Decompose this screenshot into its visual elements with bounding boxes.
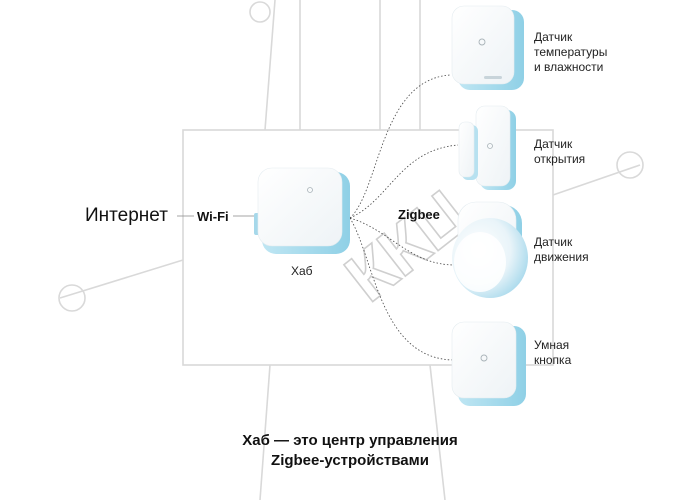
watermark [58,0,644,500]
caption: Хаб — это центр управления Zigbee-устрой… [242,432,458,469]
door-sensor-label: Датчик открытия [534,137,586,166]
door-sensor-logo-icon [487,143,493,149]
smart-button-logo-icon [480,354,488,362]
temperature-sensor-device [451,5,524,90]
watermark-line [429,364,446,500]
hub-device [254,167,350,254]
temperature-sensor-logo-icon [478,38,486,46]
watermark-circle [616,151,644,179]
zigbee-link-motion [349,217,456,266]
zigbee-label: Zigbee [398,207,440,222]
hub-logo-icon [307,187,313,193]
watermark-line [264,0,276,131]
door-sensor-device [458,105,516,190]
watermark-circle [249,1,271,23]
motion-sensor-label: Датчик движения [534,235,589,264]
hub-label: Хаб [291,264,313,278]
zigbee-link-temperature [349,74,451,219]
wifi-label: Wi-Fi [197,209,229,224]
zigbee-link-door [349,144,459,219]
watermark-frame [182,129,554,366]
watermark-line [552,164,641,196]
watermark-circle [58,284,86,312]
smart-button-device [451,321,526,406]
internet-label: Интернет [85,205,168,226]
watermark-line [59,259,184,299]
motion-sensor-device [452,201,528,298]
connectors [177,74,459,361]
watermark-line [259,364,271,500]
smart-button-label: Умная кнопка [534,338,572,367]
temperature-sensor-label: Датчик температуры и влажности [534,30,608,74]
